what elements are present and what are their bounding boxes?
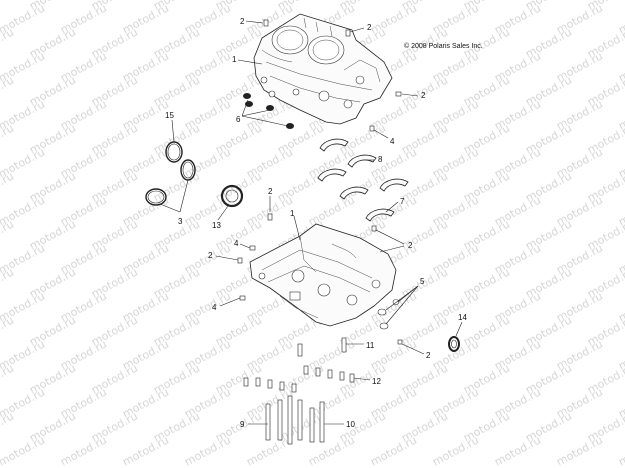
callout-2: 2 xyxy=(268,187,273,196)
watermark-text: motod.ru xyxy=(0,313,16,348)
screw-group-top xyxy=(263,19,402,132)
callout-13: 13 xyxy=(212,221,221,230)
watermark-text: motod.ru xyxy=(0,217,16,252)
watermark-text: motod.ru xyxy=(0,361,16,396)
watermark-text: motod.ru xyxy=(430,433,481,468)
watermark-text: motod.ru xyxy=(58,433,109,468)
callout-2: 2 xyxy=(240,17,245,26)
callout-4: 4 xyxy=(234,239,239,248)
callout-8: 8 xyxy=(378,155,383,164)
callout-2: 2 xyxy=(408,241,413,250)
callout-2: 2 xyxy=(208,251,213,260)
callout-11: 11 xyxy=(366,341,375,350)
bearing-shells xyxy=(317,138,409,222)
upper-crankcase xyxy=(253,13,393,125)
callout-6: 6 xyxy=(236,115,241,124)
callout-1: 1 xyxy=(232,55,237,64)
bolt-11-group xyxy=(297,337,347,357)
bolt-12-group xyxy=(243,365,355,393)
bolt-9-group xyxy=(265,395,303,445)
callout-3: 3 xyxy=(178,217,183,226)
callout-10: 10 xyxy=(346,420,355,429)
bolt-10-group xyxy=(309,401,325,443)
callout-12: 12 xyxy=(372,377,381,386)
callout-7: 7 xyxy=(400,197,405,206)
watermark-text: motod.ru xyxy=(0,121,16,156)
leader-lines xyxy=(159,20,463,425)
copyright-notice: © 2008 Polaris Sales Inc. xyxy=(404,42,483,50)
watermark-text: motod.ru xyxy=(182,433,233,468)
watermark-text: motod.ru xyxy=(0,433,47,468)
watermark-text: motod.ru xyxy=(492,433,543,468)
watermark-text: motod.ru xyxy=(0,265,16,300)
dowel-5-group xyxy=(377,299,400,330)
callout-9: 9 xyxy=(240,420,245,429)
watermark-text: motod.ru xyxy=(616,433,625,468)
lower-crankcase xyxy=(249,223,397,327)
callout-15: 15 xyxy=(165,111,174,120)
watermark-text: motod.ru xyxy=(0,169,16,204)
callout-5: 5 xyxy=(420,277,425,286)
callout-4: 4 xyxy=(390,137,395,146)
callout-1: 1 xyxy=(290,209,295,218)
watermark-text: motod.ru xyxy=(0,409,16,444)
watermark-text: motod.ru xyxy=(0,0,16,13)
watermark-text: motod.ru xyxy=(368,433,419,468)
callout-2: 2 xyxy=(367,23,372,32)
watermark-text: motod.ru xyxy=(554,433,605,468)
callout-2: 2 xyxy=(421,91,426,100)
watermark-text: motod.ru xyxy=(0,73,16,108)
callout-14: 14 xyxy=(458,313,467,322)
callout-4: 4 xyxy=(212,303,217,312)
watermark-text: motod.ru xyxy=(0,25,16,60)
watermark-text: motod.ru xyxy=(120,433,171,468)
callout-labels: 2 2 1 2 6 4 15 8 3 13 2 7 1 2 4 2 5 4 14… xyxy=(165,17,467,429)
callout-2: 2 xyxy=(426,351,431,360)
